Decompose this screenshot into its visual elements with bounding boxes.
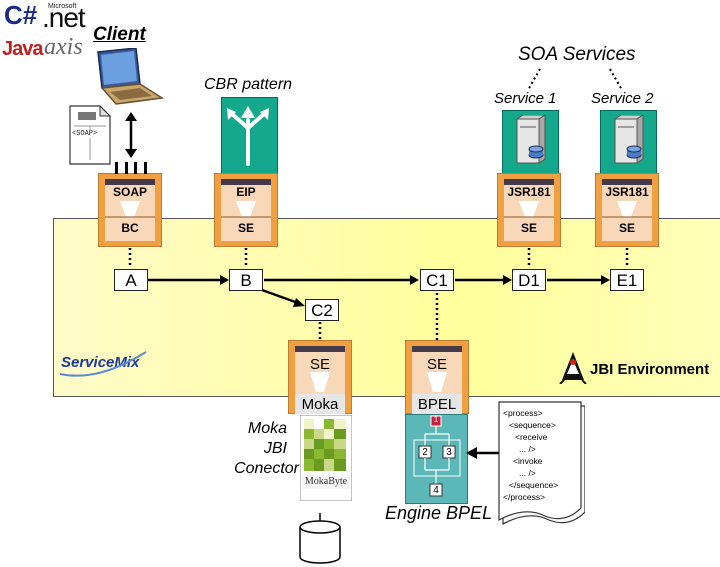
jsr181-1-top-label: JSR181	[507, 185, 551, 199]
bc-component: SOAP BC	[98, 173, 162, 247]
client-bc-double-arrow	[125, 112, 137, 158]
process-xml-document	[498, 401, 585, 526]
soa-services-label: SOA Services	[518, 44, 636, 65]
duke-mascot-icon	[559, 352, 587, 384]
xml-line-3: <receive	[515, 432, 548, 442]
flow-step-3: 3	[446, 447, 452, 458]
server-icon	[515, 115, 546, 164]
node-a: A	[114, 269, 148, 291]
service2-label: Service 2	[591, 90, 654, 107]
soap-document-label: <SOAP>	[72, 130, 98, 138]
jsr181-component-1: JSR181 SE	[497, 173, 561, 247]
client-label: Client	[93, 24, 146, 45]
xml-line-7: </sequence>	[509, 480, 559, 490]
java-logo: Java	[2, 38, 43, 60]
eip-bottom-label: SE	[237, 221, 254, 235]
node-e1: E1	[610, 269, 644, 291]
engine-bpel-label: Engine BPEL	[385, 503, 493, 523]
node-c1: C1	[420, 269, 454, 291]
bpel-component: SE BPEL	[405, 340, 469, 414]
jsr181-2-top-label: JSR181	[605, 185, 649, 199]
cbr-pattern-label: CBR pattern	[204, 76, 293, 93]
mokabyte-logo	[300, 415, 352, 501]
router-icon	[227, 106, 269, 166]
node-c2: C2	[305, 299, 339, 321]
node-b: B	[229, 269, 263, 291]
mokabyte-label: MokaByte	[304, 476, 348, 487]
moka-component: SE Moka	[288, 340, 352, 414]
xml-line-4: ... />	[519, 444, 536, 454]
bpel-bottom-label: BPEL	[417, 396, 457, 413]
axis-logo: axis	[44, 34, 83, 60]
laptop-icon	[97, 48, 164, 105]
flow-step-1: 1	[433, 415, 439, 424]
server-icon	[613, 115, 644, 164]
bpel-top-label: SE	[426, 356, 447, 373]
xml-line-1: <process>	[503, 408, 543, 418]
xml-line-2: <sequence>	[509, 420, 556, 430]
bc-bottom-label: BC	[121, 221, 139, 235]
csharp-logo: C#	[4, 0, 38, 30]
jbi-environment-region	[53, 218, 720, 397]
jbi-environment-label: JBI Environment	[590, 361, 710, 378]
bpel-flow-diagram	[413, 415, 461, 497]
jsr181-2-bottom-label: SE	[618, 221, 635, 235]
moka-connector-label-1: Moka	[247, 420, 287, 437]
eip-top-label: EIP	[236, 185, 256, 199]
dotnet-logo: .net	[42, 2, 86, 33]
bc-pins	[115, 162, 147, 174]
moka-top-label: SE	[309, 356, 330, 373]
service1-label: Service 1	[494, 90, 557, 107]
bc-top-label: SOAP	[112, 185, 147, 199]
dotnet-microsoft-text: Microsoft	[48, 3, 77, 10]
moka-connector-label-2: JBI	[263, 440, 287, 457]
servicemix-swoosh	[59, 351, 147, 377]
jsr181-component-2: JSR181 SE	[595, 173, 659, 247]
flow-step-2: 2	[422, 447, 428, 458]
database-icon	[299, 513, 341, 564]
flow-step-4: 4	[433, 485, 439, 496]
soa-dotted-connectors	[527, 68, 623, 91]
xml-line-5: <invoke	[513, 456, 543, 466]
xml-to-bpel-arrow	[466, 447, 500, 459]
moka-bottom-label: Moka	[301, 396, 339, 413]
xml-line-6: ... />	[519, 468, 536, 478]
jsr181-1-bottom-label: SE	[520, 221, 537, 235]
moka-connector-label-3: Conector	[234, 460, 299, 477]
xml-line-8: </process>	[503, 492, 546, 502]
eip-component: EIP SE	[214, 173, 278, 247]
node-d1: D1	[512, 269, 546, 291]
